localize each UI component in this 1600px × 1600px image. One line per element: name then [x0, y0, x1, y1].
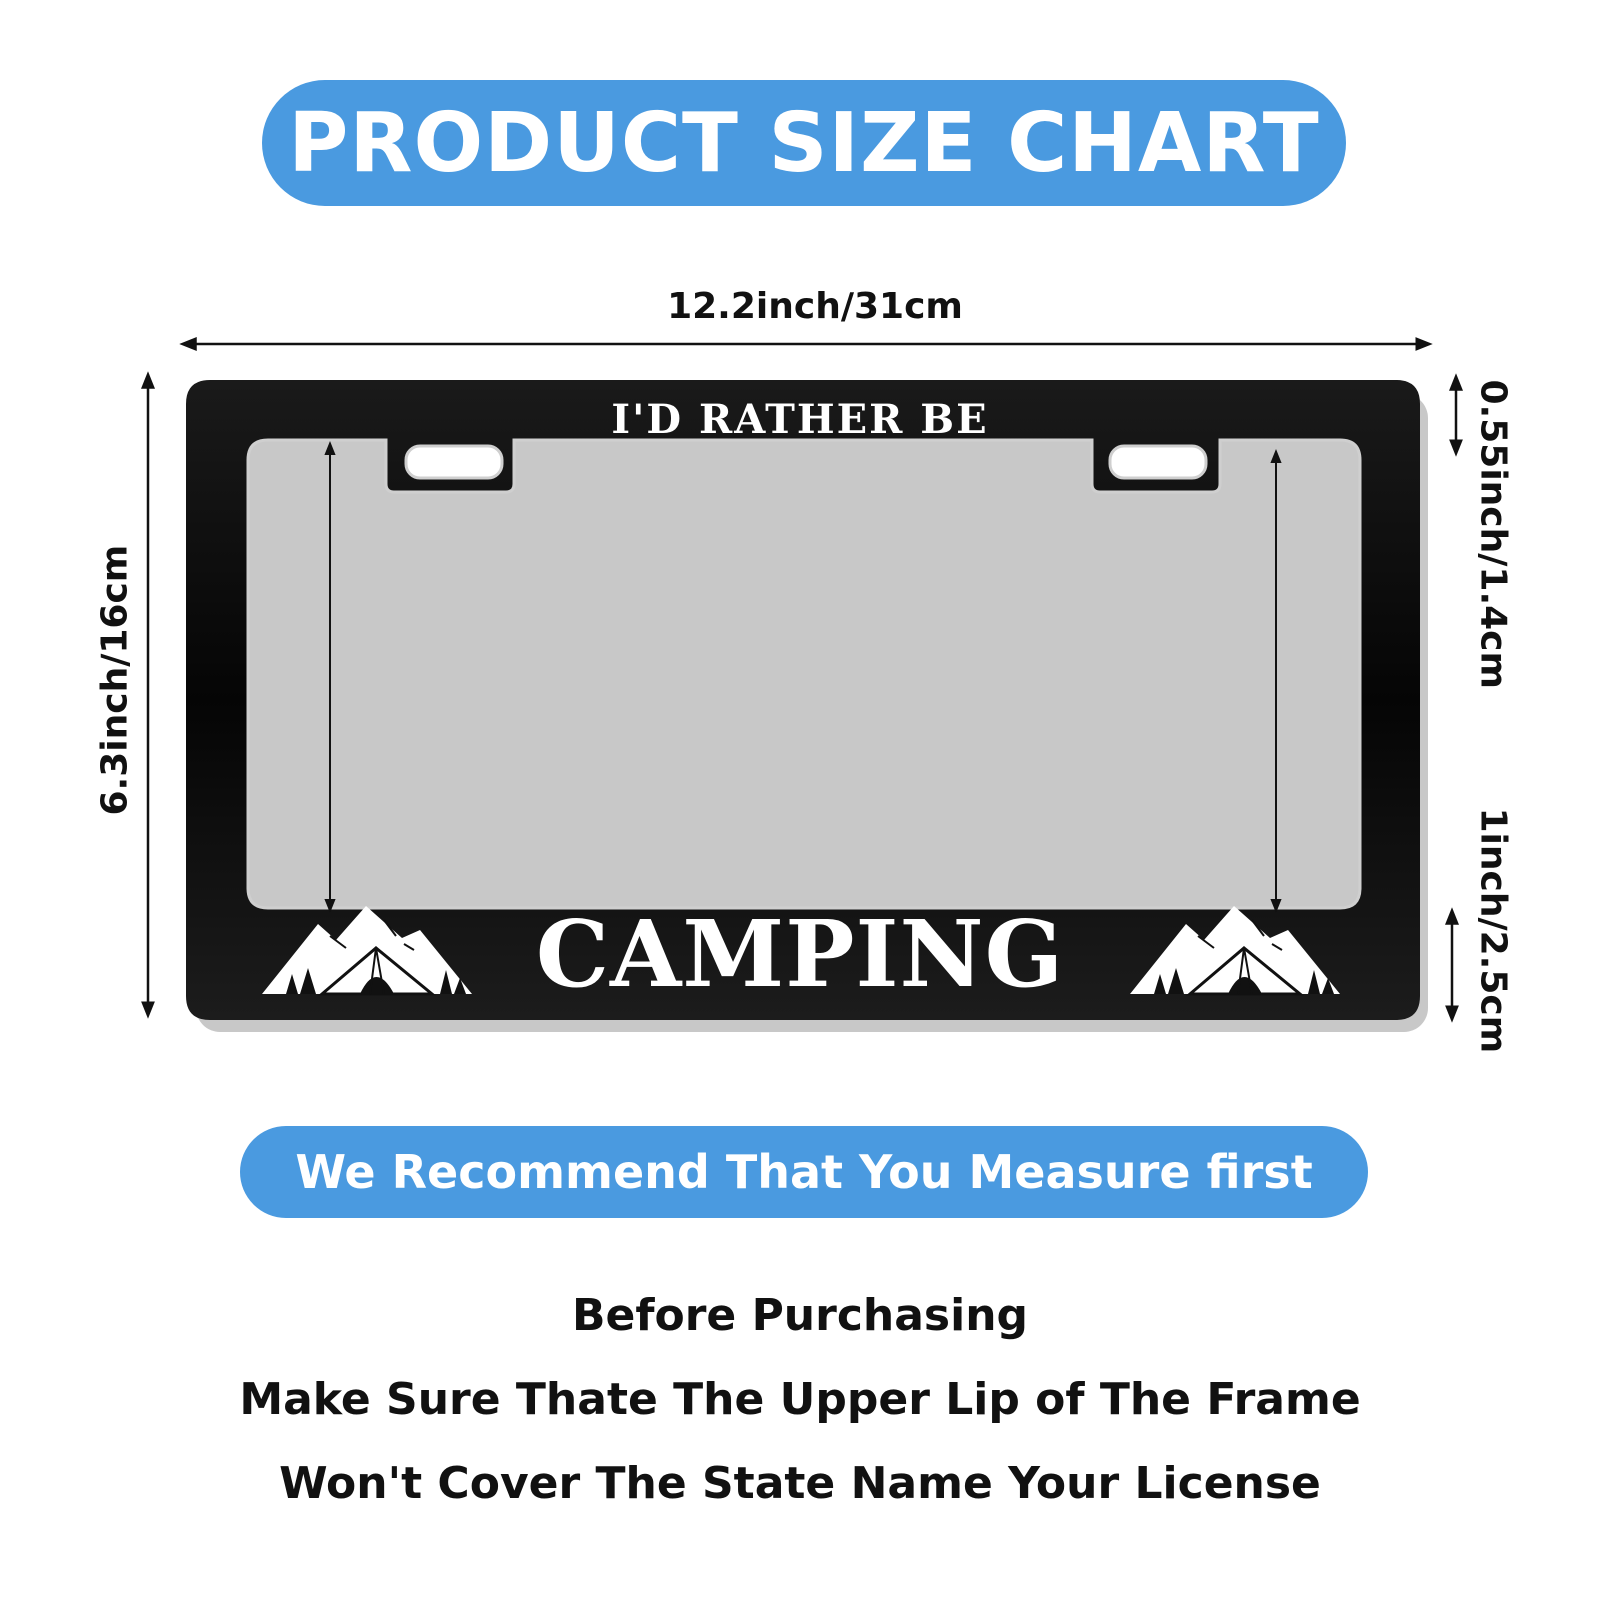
note-line: Make Sure Thate The Upper Lip of The Fra… — [239, 1374, 1361, 1425]
screw-slot-right — [1108, 444, 1208, 480]
page-title: PRODUCT SIZE CHART — [288, 95, 1320, 191]
title-banner: PRODUCT SIZE CHART — [262, 80, 1346, 206]
note-line: Won't Cover The State Name Your License — [279, 1458, 1321, 1509]
frame-bottom-text: CAMPING — [535, 900, 1065, 1008]
screw-slot-left — [404, 444, 504, 480]
recommendation-text: We Recommend That You Measure first — [295, 1145, 1313, 1199]
frame-shadow — [196, 394, 1428, 1032]
recommendation-banner: We Recommend That You Measure first — [240, 1126, 1368, 1218]
frame-top-text: I'D RATHER BE — [611, 396, 989, 443]
mountain-tent-icon — [262, 906, 472, 996]
width-dimension-label: 12.2inch/31cm — [667, 286, 963, 327]
note-line: Before Purchasing — [571, 1290, 1029, 1341]
mountain-tent-icon — [1130, 906, 1340, 996]
frame-inner-edge — [246, 438, 1362, 910]
